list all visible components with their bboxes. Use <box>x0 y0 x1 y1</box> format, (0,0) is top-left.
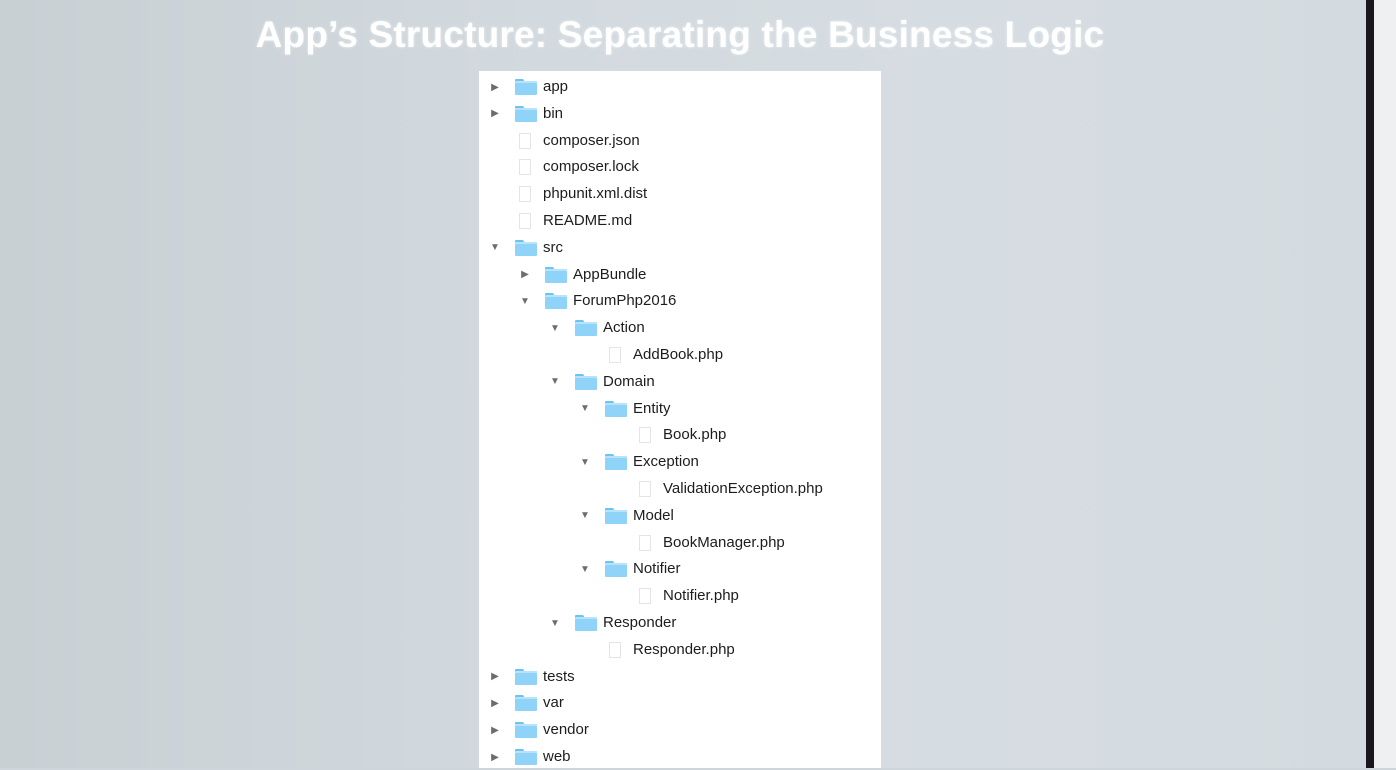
folder-icon <box>575 320 597 337</box>
folder-icon <box>515 749 537 765</box>
folder-icon <box>515 722 537 739</box>
file-icon <box>519 132 531 149</box>
tree-item-label: phpunit.xml.dist <box>543 185 648 203</box>
folder-row-notifier[interactable]: ▼ Notifier <box>479 556 881 582</box>
folder-row-forumphp2016[interactable]: ▼ ForumPhp2016 <box>479 288 881 314</box>
tree-item-label: Responder <box>603 614 677 631</box>
disclosure-down-icon[interactable]: ▼ <box>580 403 590 415</box>
folder-row-entity[interactable]: ▼ Entity <box>479 396 881 422</box>
folder-icon <box>515 79 537 95</box>
folder-row-exception[interactable]: ▼ Exception <box>479 449 881 475</box>
tree-item-label: app <box>543 78 569 95</box>
folder-icon <box>545 266 567 283</box>
file-row-book-php[interactable]: Book.php <box>479 422 881 448</box>
file-icon <box>639 588 651 605</box>
tree-item-label: Responder.php <box>633 640 735 658</box>
folder-icon <box>575 373 597 390</box>
folder-icon <box>515 105 537 122</box>
folder-icon <box>545 293 567 310</box>
disclosure-down-icon[interactable]: ▼ <box>550 376 560 388</box>
tree-item-label: var <box>543 694 564 712</box>
screen-edge-strip <box>1374 0 1396 768</box>
tree-item-label: tests <box>543 667 575 685</box>
disclosure-right-icon[interactable]: ▶ <box>521 269 529 281</box>
finder-file-tree: ▶ app ▶ bin composer.json composer.lock phpuni… <box>479 71 881 768</box>
folder-row-var[interactable]: ▶ var <box>479 690 881 716</box>
disclosure-right-icon[interactable]: ▶ <box>491 724 499 736</box>
file-row-validationexception-php[interactable]: ValidationException.php <box>479 476 881 502</box>
file-icon <box>519 159 531 176</box>
disclosure-down-icon[interactable]: ▼ <box>580 563 590 575</box>
tree-item-label: BookManager.php <box>663 533 785 551</box>
disclosure-right-icon[interactable]: ▶ <box>491 81 499 93</box>
tree-item-label: Model <box>633 506 674 524</box>
tree-item-label: Book.php <box>663 426 727 444</box>
tree-item-label: README.md <box>543 212 633 229</box>
tree-item-label: AppBundle <box>573 265 647 283</box>
disclosure-down-icon[interactable]: ▼ <box>550 322 560 334</box>
folder-row-responder[interactable]: ▼ Responder <box>479 610 881 636</box>
tree-item-label: Notifier.php <box>663 587 739 605</box>
tree-item-label: Notifier <box>633 560 681 578</box>
tree-item-label: bin <box>543 104 564 122</box>
folder-row-tests[interactable]: ▶ tests <box>479 664 881 690</box>
folder-row-app[interactable]: ▶ app <box>479 74 881 100</box>
tree-item-label: Domain <box>603 372 655 390</box>
disclosure-down-icon[interactable]: ▼ <box>580 456 590 468</box>
folder-row-web[interactable]: ▶ web <box>479 744 881 770</box>
tree-item-label: vendor <box>543 721 589 739</box>
tree-item-label: composer.lock <box>543 158 639 176</box>
disclosure-down-icon[interactable]: ▼ <box>550 617 560 629</box>
file-row-phpunit-xml-dist[interactable]: phpunit.xml.dist <box>479 181 881 207</box>
file-icon <box>519 186 531 203</box>
folder-icon <box>605 561 627 578</box>
folder-icon <box>605 454 627 471</box>
folder-row-model[interactable]: ▼ Model <box>479 503 881 529</box>
folder-icon <box>515 239 537 256</box>
file-icon <box>639 427 651 444</box>
tree-item-label: web <box>543 748 571 765</box>
disclosure-down-icon[interactable]: ▼ <box>580 510 590 522</box>
folder-icon <box>515 668 537 685</box>
folder-icon <box>605 400 627 417</box>
tree-item-label: src <box>543 238 563 256</box>
folder-row-action[interactable]: ▼ Action <box>479 315 881 341</box>
folder-row-bin[interactable]: ▶ bin <box>479 101 881 127</box>
disclosure-down-icon[interactable]: ▼ <box>520 295 530 307</box>
tree-item-label: Action <box>603 319 645 337</box>
disclosure-right-icon[interactable]: ▶ <box>491 671 499 683</box>
tree-item-label: ValidationException.php <box>663 480 823 497</box>
folder-row-appbundle[interactable]: ▶ AppBundle <box>479 262 881 288</box>
disclosure-right-icon[interactable]: ▶ <box>491 108 499 120</box>
folder-icon <box>605 507 627 524</box>
tree-item-label: Exception <box>633 453 699 471</box>
folder-icon <box>515 695 537 712</box>
tree-item-label: composer.json <box>543 131 640 149</box>
folder-row-domain[interactable]: ▼ Domain <box>479 369 881 395</box>
folder-row-src[interactable]: ▼ src <box>479 235 881 261</box>
file-row-composer-json[interactable]: composer.json <box>479 128 881 154</box>
disclosure-down-icon[interactable]: ▼ <box>490 242 500 254</box>
tree-item-label: AddBook.php <box>633 346 724 363</box>
file-row-readme-md[interactable]: README.md <box>479 208 881 234</box>
folder-row-vendor[interactable]: ▶ vendor <box>479 717 881 743</box>
folder-icon <box>575 615 597 631</box>
slide-title: App’s Structure: Separating the Business… <box>255 14 1105 55</box>
file-row-addbook-php[interactable]: AddBook.php <box>479 342 881 368</box>
file-icon <box>519 213 531 229</box>
file-icon <box>609 641 621 658</box>
file-row-composer-lock[interactable]: composer.lock <box>479 154 881 180</box>
file-row-responder-php[interactable]: Responder.php <box>479 637 881 663</box>
file-icon <box>639 481 651 497</box>
file-icon <box>609 347 621 363</box>
tree-item-label: ForumPhp2016 <box>573 292 677 310</box>
file-row-notifier-php[interactable]: Notifier.php <box>479 583 881 609</box>
screen-edge-bar <box>1366 0 1374 768</box>
file-row-bookmanager-php[interactable]: BookManager.php <box>479 530 881 556</box>
disclosure-right-icon[interactable]: ▶ <box>491 697 499 709</box>
file-icon <box>639 534 651 551</box>
disclosure-right-icon[interactable]: ▶ <box>491 751 499 763</box>
tree-item-label: Entity <box>633 399 671 417</box>
